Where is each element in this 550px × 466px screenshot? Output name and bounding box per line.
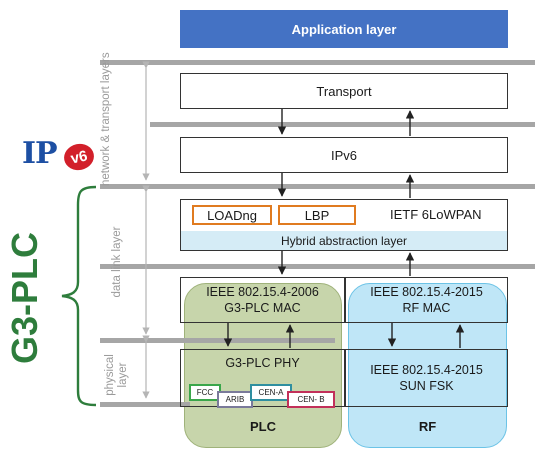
rail-datalink [100, 264, 535, 269]
loadng-tag: LOADng [192, 205, 272, 225]
hybrid-abstraction-layer: Hybrid abstraction layer [181, 231, 507, 250]
transport-box: Transport [180, 73, 508, 109]
plc-panel [184, 283, 342, 448]
rf-mac-line1: IEEE 802.15.4-2015 [370, 285, 483, 299]
rf-label: RF [418, 419, 437, 434]
rf-phy-line1: IEEE 802.15.4-2015 [370, 363, 483, 377]
rail-top [100, 60, 535, 65]
plc-label: PLC [250, 419, 276, 434]
rail-physical [100, 338, 335, 343]
ietf-6lowpan-label: IETF 6LoWPAN [390, 207, 482, 222]
rail-network [100, 184, 535, 189]
band-cen-a: CEN-A [250, 384, 292, 401]
ipv6-logo-v6: v6 [61, 141, 97, 173]
rail-bottom [100, 402, 190, 407]
application-layer-bar: Application layer [180, 10, 508, 48]
ipv6-box: IPv6 [180, 137, 508, 173]
g3-plc-brace [61, 185, 97, 407]
network-transport-label: network & transport layers [100, 52, 112, 186]
data-link-layer-label: data link layer [111, 226, 123, 298]
ipv6-logo: IP v6 [18, 130, 98, 176]
rf-mac-box: IEEE 802.15.4-2015 RF MAC [345, 277, 508, 323]
plc-mac-box: IEEE 802.15.4-2006 G3-PLC MAC [180, 277, 345, 323]
band-cen-b: CEN- B [287, 391, 335, 408]
rf-phy-line2: SUN FSK [399, 379, 454, 393]
rf-panel [348, 283, 507, 448]
rail-network-right [150, 122, 535, 127]
rf-mac-line2: RF MAC [402, 301, 451, 315]
plc-phy-box [180, 349, 345, 407]
ipv6-logo-ip: IP [22, 136, 58, 171]
physical-layer-label: physical layer [104, 354, 129, 396]
g3-plc-logo: G3-PLC [4, 232, 45, 365]
plc-phy-label: G3-PLC PHY [225, 356, 300, 370]
rf-phy-box: IEEE 802.15.4-2015 SUN FSK [345, 349, 508, 407]
lbp-tag: LBP [278, 205, 356, 225]
plc-mac-line2: G3-PLC MAC [224, 301, 301, 315]
plc-mac-line1: IEEE 802.15.4-2006 [206, 285, 319, 299]
